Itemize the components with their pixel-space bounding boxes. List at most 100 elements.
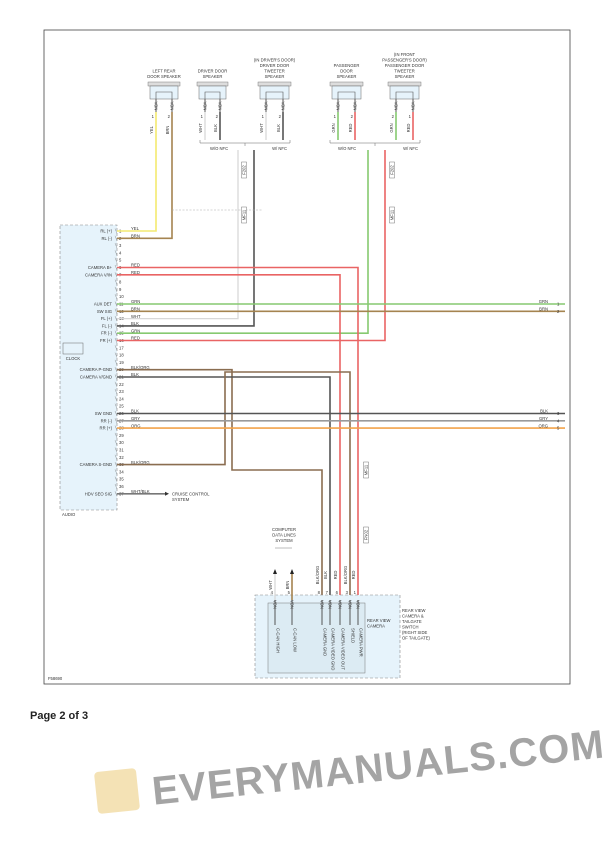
module-pin-number: 25 xyxy=(119,404,124,409)
camera-pin-label: CAMERA VIDEO GND xyxy=(331,628,336,670)
camera-outer-label: CAMERA & xyxy=(402,614,424,619)
wire-color-label: ORG xyxy=(131,423,141,428)
splice-bracket xyxy=(199,140,291,146)
ncs-label: NCA xyxy=(338,600,343,609)
wire-color-label: RED xyxy=(131,336,140,341)
pin-terminal xyxy=(114,469,118,475)
wire-color-label: BLK/ORG xyxy=(315,566,320,585)
pin-terminal xyxy=(114,257,118,263)
ncs-label: NCA xyxy=(281,101,286,110)
module-pin-label: FR (+) xyxy=(100,338,113,343)
splice-bracket xyxy=(329,140,421,146)
wire-color-label: BLK xyxy=(276,124,281,132)
module-pin-label: RL (-) xyxy=(101,236,112,241)
wire-color-label: RED xyxy=(131,263,140,268)
speaker-cap xyxy=(387,81,422,87)
camera-outer-label: TAILGATE xyxy=(402,619,422,624)
wire-color-label: GRN xyxy=(331,123,336,132)
right-wire-label: GRN xyxy=(539,299,548,304)
camera-pin-number: 3 xyxy=(346,590,349,595)
module-pin-label: CAMERA P-GND xyxy=(80,367,112,372)
pin-terminal xyxy=(114,323,118,329)
wire-color-label: WHT xyxy=(198,123,203,133)
pin-terminal xyxy=(114,345,118,351)
module-pin-label: AUX DET xyxy=(94,302,113,307)
pin-terminal xyxy=(114,462,118,468)
speaker-name: TWEETER xyxy=(394,69,414,74)
pin-terminal xyxy=(114,418,118,424)
clock-box xyxy=(62,342,84,355)
wire-fl-plus xyxy=(117,150,239,320)
module-pin-label: SW GND xyxy=(95,411,112,416)
module-pin-label: CAMERA V/GND xyxy=(80,375,112,380)
camera-outer-label: REAR VIEW xyxy=(402,608,426,613)
pin-terminal xyxy=(114,264,118,271)
connector-id-box xyxy=(363,526,369,544)
wire-color-label: BLK/ORG xyxy=(343,566,348,585)
ncs-label: NCA xyxy=(290,600,295,609)
speaker-coil xyxy=(204,91,221,99)
wire-camera-b-plus xyxy=(117,266,359,610)
pin-terminal xyxy=(114,294,118,300)
wire-camera-p-gnd xyxy=(117,368,323,610)
speaker-icon xyxy=(259,85,290,100)
camera-pin-number: 4 xyxy=(271,590,274,595)
right-connector-number: 1 xyxy=(557,302,560,307)
wire-color-label: WHT xyxy=(259,123,264,133)
wire-color-label: WHT/BLK xyxy=(131,489,150,494)
speaker-icon xyxy=(198,85,227,100)
camera-inner-label: CAMERA xyxy=(367,624,385,629)
connector-id: F202 xyxy=(390,165,395,175)
wire-camera-v-gnd xyxy=(117,376,331,610)
cruise-control-label: SYSTEM xyxy=(172,497,190,502)
camera-inner-label: REAR VIEW xyxy=(367,618,391,623)
ncs-label: NCA xyxy=(218,101,223,110)
camera-pin-number: 6 xyxy=(336,590,339,595)
connector-id: F202 xyxy=(242,165,247,175)
pin-terminal xyxy=(114,381,118,387)
ncs-label: NCA xyxy=(348,600,353,609)
speaker-pin-number: 1 xyxy=(152,114,155,119)
wire-color-label: BLK xyxy=(131,321,139,326)
speaker-name: PASSENGER'S DOOR) xyxy=(382,58,427,63)
module-pin-number: 10 xyxy=(119,294,124,299)
pin-terminal xyxy=(114,301,118,307)
wire-camera-s-gnd xyxy=(117,371,351,610)
wire-color-label: YEL xyxy=(149,125,154,134)
speaker-pin-number: 2 xyxy=(168,114,171,119)
speaker-cap xyxy=(147,81,181,87)
module-pin-number: 35 xyxy=(119,477,124,482)
camera-outer-label: OF TAILGATE) xyxy=(402,636,431,641)
wire-color-label: BLK xyxy=(323,571,328,579)
wire-rl-minus xyxy=(117,112,173,240)
pin-terminal xyxy=(114,279,118,285)
wire-color-label: BLK xyxy=(131,409,139,414)
module-pin-label: CAMERA S-GND xyxy=(80,462,112,467)
module-pin-number: 3 xyxy=(119,243,122,248)
wire-color-label: RED xyxy=(333,571,338,580)
camera-pin-number: 5 xyxy=(288,590,291,595)
speaker-name: TWEETER xyxy=(264,69,284,74)
ncs-label: NCA xyxy=(328,600,333,609)
pin-terminal xyxy=(114,440,118,446)
camera-pin-label: C-CAN HIGH xyxy=(276,628,281,653)
module-pin-label: FL (-) xyxy=(102,323,113,328)
ncs-label: NCA xyxy=(356,600,361,609)
right-connector-number: 4 xyxy=(557,418,560,423)
module-pin-label: HDV SEO SIG xyxy=(85,491,112,496)
pin-terminal xyxy=(114,235,118,241)
connector-id-box xyxy=(389,206,395,224)
wire-color-label: BLK xyxy=(131,372,139,377)
wire-color-label: RED xyxy=(351,571,356,580)
camera-pin-label: SHIELD xyxy=(351,628,356,643)
speaker-icon xyxy=(149,85,179,100)
arrow-up-icon xyxy=(273,569,277,574)
connector-id: MF11 xyxy=(390,209,395,220)
speaker-name: DOOR xyxy=(340,69,353,74)
camera-pin-label: CAMERA GND xyxy=(323,628,328,656)
pin-terminal xyxy=(114,396,118,402)
data-lines-label: COMPUTER xyxy=(272,527,296,532)
speaker-name: LEFT REAR xyxy=(153,69,176,74)
pin-terminal xyxy=(114,374,118,380)
splice-label-with-nfc: W/ NFC xyxy=(272,146,287,151)
